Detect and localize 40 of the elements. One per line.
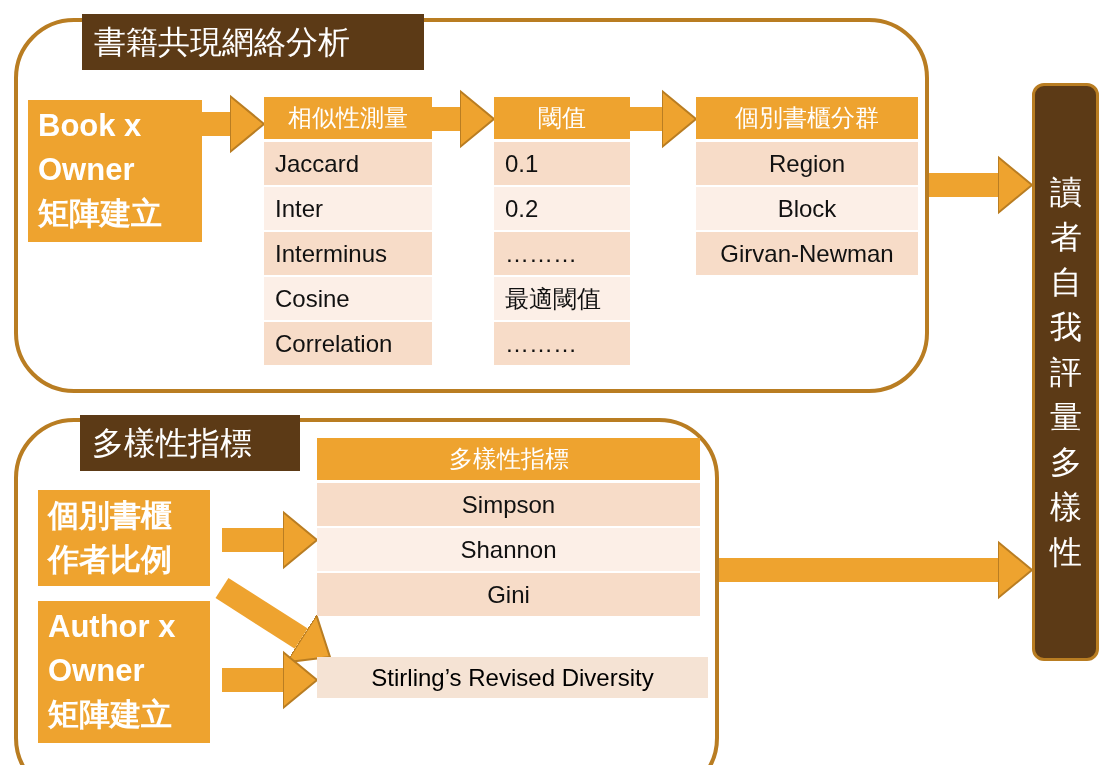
table (696, 97, 918, 275)
table-cell: Simpson (317, 483, 700, 526)
table-header: 閾值 (494, 97, 630, 139)
table (317, 438, 700, 616)
arrow (630, 90, 697, 148)
panel (14, 418, 719, 765)
table (494, 97, 630, 365)
table-cell: Interminus (264, 232, 432, 275)
table-cell: Region (696, 142, 918, 185)
arrow (432, 90, 495, 148)
input-box: Book x Owner 矩陣建立 (28, 100, 202, 242)
result-box: 讀者自我評量多樣性 (1032, 83, 1099, 661)
table-header: 相似性測量 (264, 97, 432, 139)
table-cell: ……… (494, 232, 630, 275)
table-cell: Girvan-Newman (696, 232, 918, 275)
arrow (929, 156, 1033, 214)
table-header: 多樣性指標 (317, 438, 700, 480)
table-cell: Stirling’s Revised Diversity (317, 657, 708, 698)
arrow (222, 511, 318, 569)
table-header: 個別書櫃分群 (696, 97, 918, 139)
panel-heading: 書籍共現網絡分析 (82, 14, 424, 70)
table-cell: Correlation (264, 322, 432, 365)
table-cell: 0.1 (494, 142, 630, 185)
table-cell: Inter (264, 187, 432, 230)
table-cell: ……… (494, 322, 630, 365)
panel-heading: 多樣性指標 (80, 415, 300, 471)
input-box: 個別書櫃作者比例 (38, 490, 210, 586)
table-cell: Gini (317, 573, 700, 616)
table-cell: Cosine (264, 277, 432, 320)
input-box: Author x Owner 矩陣建立 (38, 601, 210, 743)
table-cell: Shannon (317, 528, 700, 571)
table (264, 97, 432, 365)
table-cell: 最適閾值 (494, 277, 630, 320)
arrow (222, 651, 318, 709)
arrow (215, 577, 331, 664)
table-cell: Jaccard (264, 142, 432, 185)
arrow (719, 541, 1033, 599)
table-cell: 0.2 (494, 187, 630, 230)
table-cell: Block (696, 187, 918, 230)
arrow (202, 95, 265, 153)
